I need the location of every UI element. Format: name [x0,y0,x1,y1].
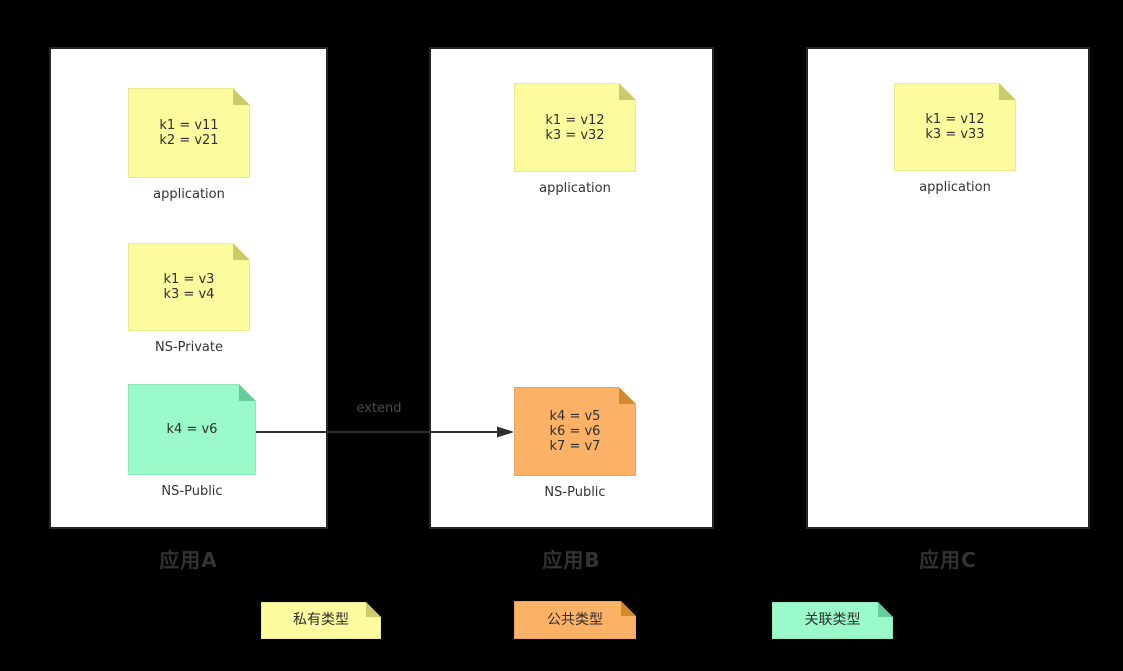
arrowhead-icon [497,426,514,438]
note-ns-public-a: k4 = v6 [128,384,256,475]
note-fold-icon [619,387,636,404]
panel-app-a: k1 = v11 k2 = v21 application k1 = v3 k3… [49,47,328,529]
note-text-line: k2 = v21 [159,133,219,148]
note-text-line: k1 = v12 [545,112,605,128]
note-application-a: k1 = v11 k2 = v21 [128,88,250,178]
legend-label: 关联类型 [804,612,861,628]
note-text-line: k6 = v6 [549,424,601,439]
note-text-line: k1 = v12 [925,112,985,127]
note-fold-icon [239,384,256,401]
note-fold-icon [999,83,1016,100]
note-text-line: k1 = v11 [159,118,219,133]
note-text-line: k1 = v3 [163,272,215,287]
note-fold-icon [233,243,250,260]
panel-title-app-b: 应用B [542,548,601,572]
legend-note-associated: 关联类型 [772,602,893,639]
note-ns-private-a: k1 = v3 k3 = v4 [128,243,250,331]
note-fold-icon [366,602,381,617]
note-group-application-b: k1 = v12 k3 = v32 application [514,83,636,196]
note-group-ns-public-a: k4 = v6 NS-Public [128,384,256,499]
note-label: application [153,187,225,202]
note-fold-icon [621,601,636,616]
note-label: NS-Private [155,340,223,355]
note-ns-public-b: k4 = v5 k6 = v6 k7 = v7 [514,387,636,476]
extend-arrow [256,426,514,438]
note-group-application-a: k1 = v11 k2 = v21 application [128,88,250,202]
panel-app-c: k1 = v12 k3 = v33 application [806,47,1090,529]
legend-note-private: 私有类型 [261,602,381,639]
note-label: application [919,180,991,195]
note-application-b: k1 = v12 k3 = v32 [514,83,636,172]
extend-arrow-label: extend [356,401,402,416]
note-group-ns-private-a: k1 = v3 k3 = v4 NS-Private [128,243,250,355]
legend-label: 私有类型 [293,612,349,628]
note-group-application-c: k1 = v12 k3 = v33 application [894,83,1016,195]
note-fold-icon [619,83,636,100]
note-text-line: k4 = v6 [166,422,218,437]
note-fold-icon [233,88,250,105]
note-label: application [539,181,611,196]
note-group-ns-public-b: k4 = v5 k6 = v6 k7 = v7 NS-Public [514,387,636,500]
note-label: NS-Public [161,484,223,499]
note-text-line: k3 = v4 [163,287,215,302]
note-text-line: k3 = v32 [545,127,605,143]
note-label: NS-Public [544,485,606,500]
note-text-line: k4 = v5 [549,409,601,424]
note-application-c: k1 = v12 k3 = v33 [894,83,1016,171]
panel-app-b: k1 = v12 k3 = v32 application k4 = v5 k6… [429,47,714,529]
panel-title-app-c: 应用C [919,548,977,572]
note-fold-icon [878,602,893,617]
legend-label: 公共类型 [547,611,603,628]
note-text-line: k7 = v7 [549,439,601,454]
note-text-line: k3 = v33 [925,127,985,142]
panel-title-app-a: 应用A [159,548,218,572]
legend-note-public: 公共类型 [514,601,636,639]
